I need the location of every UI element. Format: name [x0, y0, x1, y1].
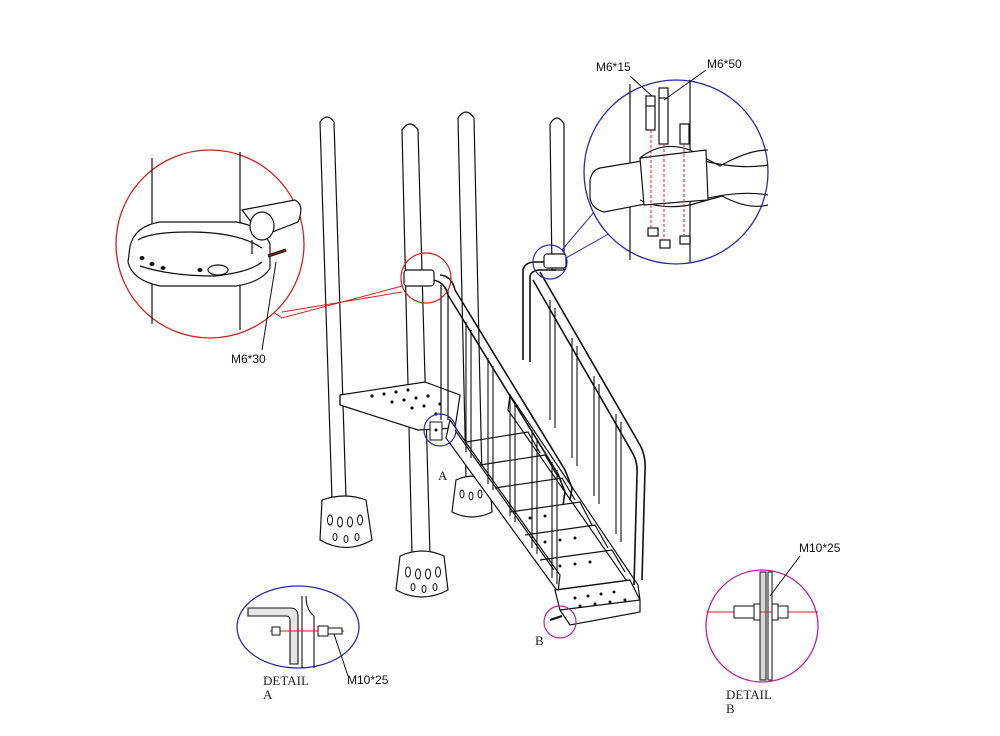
label-m10x25-detail-a: M10*25	[347, 673, 389, 687]
detail-b-circle	[705, 555, 819, 683]
detail-a-title: DETAIL A	[263, 674, 309, 702]
marker-b: B	[535, 633, 544, 648]
detail-a-title-line1: DETAIL	[263, 673, 309, 688]
zoom-red-contents	[127, 152, 302, 330]
leader-m6x50	[663, 69, 707, 101]
detail-b-title-line2: B	[726, 701, 735, 716]
label-m6x15: M6*15	[596, 60, 631, 74]
handrail-right	[522, 261, 646, 586]
label-m6x30: M6*30	[231, 352, 266, 366]
detail-a-title-line2: A	[263, 687, 273, 702]
bracket-detail-a	[423, 413, 457, 447]
label-m10x25-detail-b: M10*25	[799, 541, 841, 555]
marker-a: A	[438, 468, 448, 483]
post-right	[549, 117, 565, 271]
handrail-left	[432, 274, 573, 584]
zoom-blue-contents	[589, 80, 769, 262]
leader-m6x15	[629, 75, 653, 97]
post-front-left	[395, 123, 449, 598]
detail-a-circle	[236, 585, 360, 677]
label-m6x50: M6*50	[707, 57, 742, 71]
bracket-detail-b	[543, 605, 577, 639]
stair-treads	[465, 431, 641, 626]
detail-b-title-line1: DETAIL	[726, 687, 772, 702]
bolt-guides-blue	[650, 130, 685, 240]
detail-b-title: DETAIL B	[726, 688, 772, 716]
leader-m6x30	[261, 261, 277, 351]
post-back-left	[319, 116, 373, 549]
clamp-right	[543, 253, 567, 269]
clamp-left	[403, 269, 435, 287]
